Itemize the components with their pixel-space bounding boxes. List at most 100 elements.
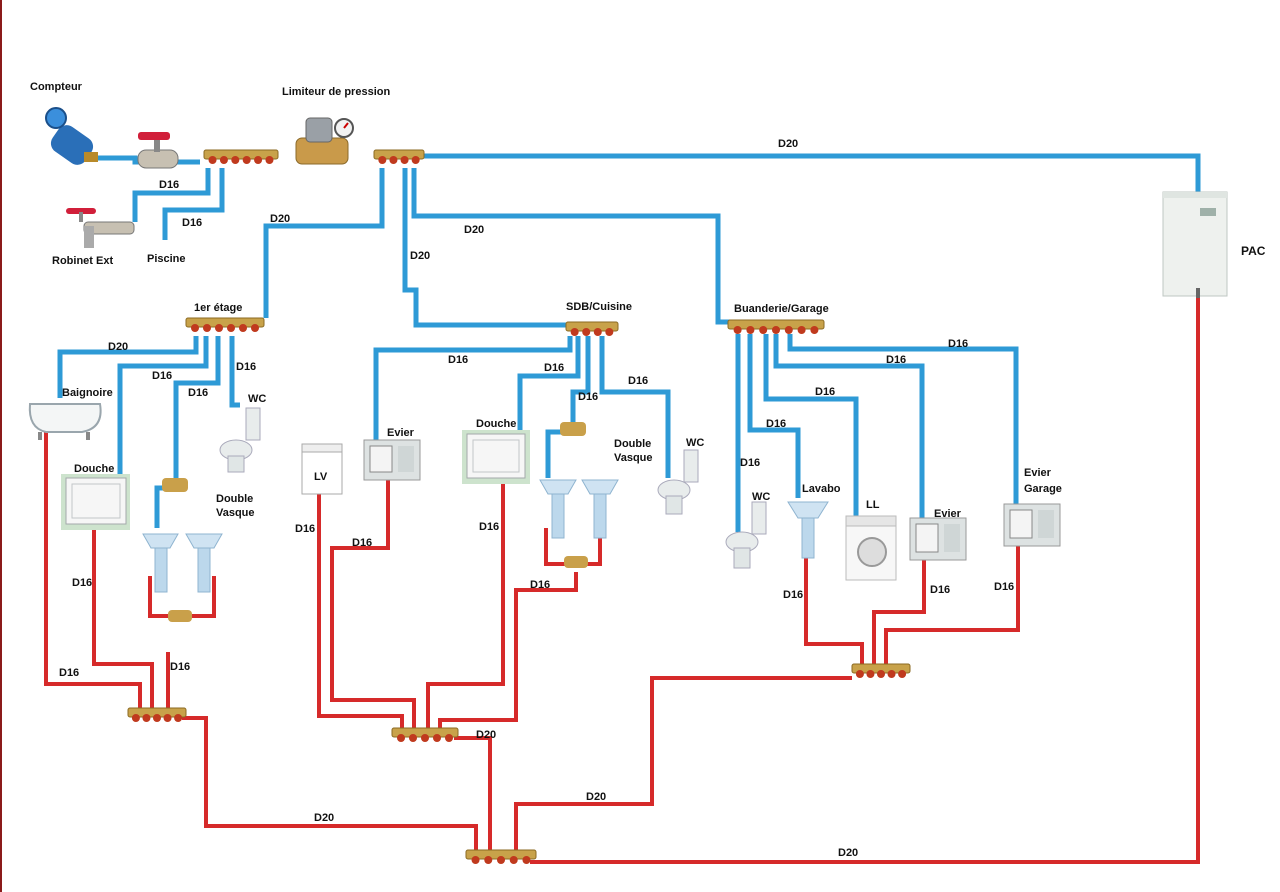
pipe-size-label: D16 [578, 391, 598, 403]
douche1-label: Douche [74, 463, 114, 475]
evier-garage-cold [787, 334, 1019, 508]
wc1-cold [229, 336, 240, 408]
washbasin-icon [539, 422, 619, 568]
shower-tray-icon [61, 474, 130, 530]
vasque2-hot [438, 572, 578, 732]
ll-cold [763, 334, 859, 518]
double-vasque2-line1: Double [614, 438, 651, 450]
valve-icon [137, 132, 179, 169]
manifold-icon [203, 149, 279, 164]
baignoire-hot [44, 432, 142, 712]
pipe-size-label: D16 [994, 581, 1014, 593]
ll-label: LL [866, 499, 880, 511]
wc1-label: WC [248, 393, 266, 405]
evier2-label: Evier [934, 508, 962, 520]
baignoire-cold [57, 336, 199, 398]
cold-pipes [57, 153, 1201, 532]
pipe-size-label: D16 [783, 589, 803, 601]
pipe-size-labels: D20 D20 D20 D20 D20 D20 D20 D20 D20 D16 … [59, 138, 1014, 859]
washbasin-icon [787, 501, 829, 559]
evier-garage-line2: Garage [1024, 483, 1062, 495]
vasque2-tee [545, 429, 573, 478]
lv-label: LV [314, 471, 328, 483]
sdb-supply-pipe [402, 168, 572, 328]
robinet-ext-pipe [132, 168, 211, 222]
pipe-size-label: D16 [766, 418, 786, 430]
pipe-size-label: D16 [628, 375, 648, 387]
pipe-size-label: D16 [236, 361, 256, 373]
pipe-size-label: D16 [152, 370, 172, 382]
double-vasque1-line2: Vasque [216, 507, 255, 519]
pipe-size-label: D16 [59, 667, 79, 679]
pipe-size-label: D20 [464, 224, 484, 236]
evier-garage-hot [884, 546, 1020, 666]
manifolds [127, 149, 911, 864]
buanderie-supply-pipe [411, 168, 732, 325]
wc2-label: WC [686, 437, 704, 449]
robinet-ext-label: Robinet Ext [52, 255, 113, 267]
buanderie-label: Buanderie/Garage [734, 303, 829, 315]
manifold-icon [851, 663, 911, 678]
evier-garage-line1: Evier [1024, 467, 1052, 479]
washing-machine-icon [845, 515, 897, 581]
etage-supply-pipe [263, 168, 385, 318]
pipe-size-label: D16 [815, 386, 835, 398]
douche2-label: Douche [476, 418, 516, 430]
evier2-hot [872, 560, 926, 666]
pac-label: PAC [1241, 244, 1266, 258]
evier2-cold [773, 334, 925, 520]
pipe-size-label: D20 [410, 250, 430, 262]
douche2-hot [426, 482, 505, 732]
piscine-label: Piscine [147, 253, 186, 265]
manifold-icon [185, 317, 265, 332]
piscine-pipe [162, 168, 225, 240]
pipe-size-label: D16 [530, 579, 550, 591]
pipe-size-label: D16 [948, 338, 968, 350]
pipe-size-label: D20 [586, 791, 606, 803]
pipe-size-label: D20 [838, 847, 858, 859]
etage-return-pipe [182, 716, 478, 852]
sdb-cuisine-label: SDB/Cuisine [566, 301, 632, 313]
manifold-icon [391, 727, 459, 742]
sink-icon [1003, 503, 1061, 547]
heat-pump-icon [1162, 191, 1228, 298]
sink-icon [363, 439, 421, 481]
evier1-hot [330, 480, 416, 732]
douche1-hot [92, 526, 154, 712]
lavabo-label: Lavabo [802, 483, 841, 495]
lavabo-cold [747, 334, 801, 498]
pipe-size-label: D20 [108, 341, 128, 353]
equipment-labels: Compteur Limiteur de pression Robinet Ex… [30, 81, 1266, 520]
toilet-icon [219, 407, 261, 473]
wc2-cold [599, 336, 671, 478]
baignoire-label: Baignoire [62, 387, 113, 399]
dishwasher-icon [301, 443, 343, 495]
pipe-size-label: D16 [182, 217, 202, 229]
etage-label: 1er étage [194, 302, 242, 314]
pipe-size-label: D16 [740, 457, 760, 469]
pipe-size-label: D16 [479, 521, 499, 533]
lavabo-hot [804, 558, 864, 666]
manifold-icon [727, 319, 825, 334]
evier1-cold [373, 336, 573, 440]
vasque1-cold [173, 336, 221, 478]
douche1-cold [117, 336, 209, 474]
pipe-size-label: D16 [930, 584, 950, 596]
left-border [0, 0, 2, 892]
vasque2-cold [570, 336, 591, 422]
hot-pipes [44, 298, 1200, 864]
pipe-size-label: D16 [159, 179, 179, 191]
pipe-size-label: D16 [448, 354, 468, 366]
pac-supply-pipe [420, 153, 1201, 192]
double-vasque2-line2: Vasque [614, 452, 653, 464]
manifold-icon [565, 321, 619, 336]
water-meter-icon [45, 107, 98, 165]
double-vasque1-line1: Double [216, 493, 253, 505]
lv-hot [317, 494, 404, 732]
toilet-icon [725, 501, 767, 569]
pressure-reducer-icon [295, 117, 354, 165]
pipe-size-label: D20 [314, 812, 334, 824]
